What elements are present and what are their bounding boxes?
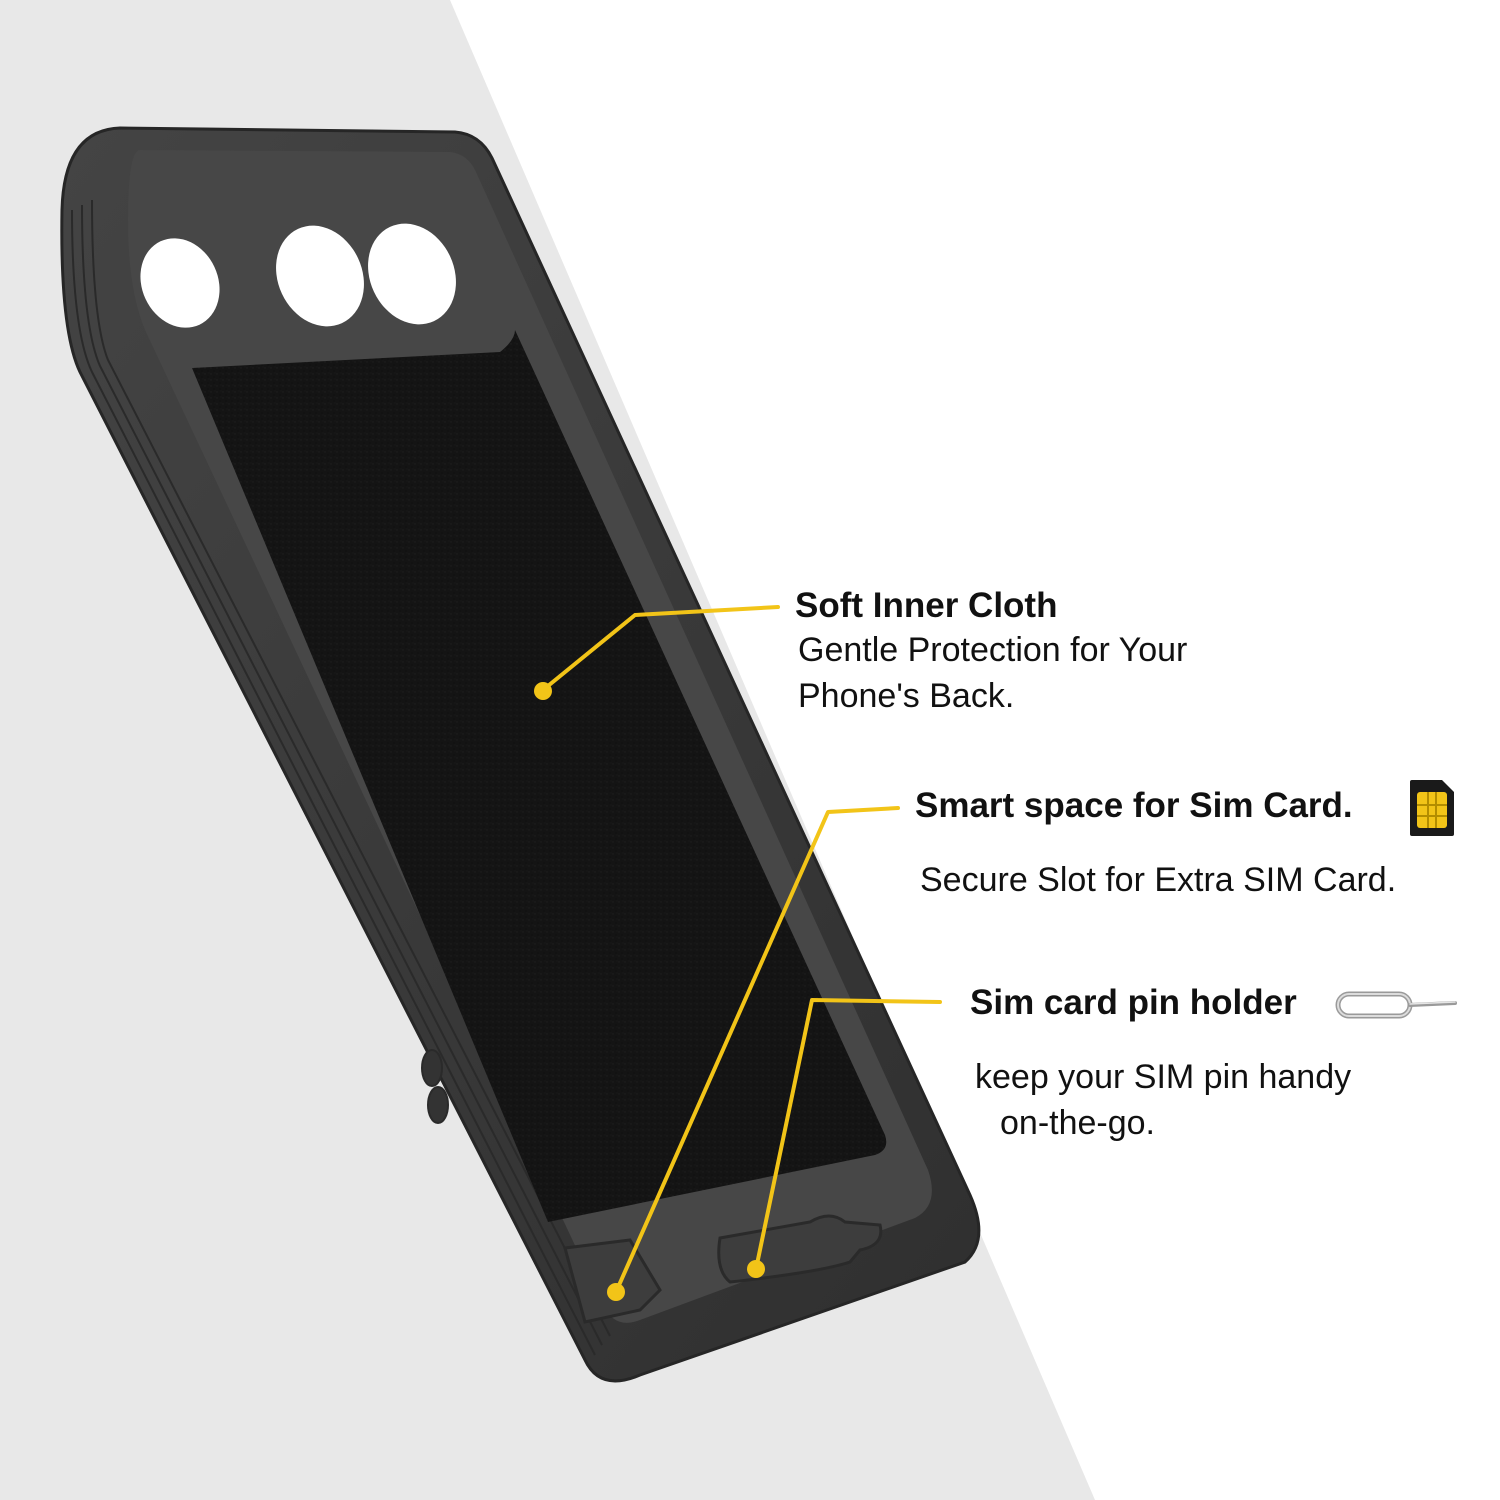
callout-description-line: Secure Slot for Extra SIM Card. (920, 861, 1397, 899)
inner-cloth-panel (192, 330, 887, 1222)
callout-sim-card-space: Smart space for Sim Card. Secure Slot fo… (915, 785, 1396, 903)
callout-sim-pin-holder: Sim card pin holder keep your SIM pin ha… (970, 982, 1351, 1146)
callout-title: Soft Inner Cloth (795, 586, 1058, 625)
callout-description-line: Phone's Back. (798, 677, 1015, 715)
callout-dots (534, 682, 765, 1301)
leader-line-pin (754, 998, 942, 1271)
side-button-bump-2 (427, 1086, 449, 1124)
callout-dot-cloth (534, 682, 552, 700)
leader-line-sim (614, 806, 900, 1294)
camera-cutout-left (140, 238, 220, 328)
leader-line-cloth (541, 605, 780, 692)
callout-description-line: on-the-go. (1000, 1104, 1155, 1142)
camera-cutout-middle (276, 225, 364, 327)
callout-dot-sim (607, 1283, 625, 1301)
callout-title: Smart space for Sim Card. (915, 786, 1353, 825)
callout-description: keep your SIM pin handy on-the-go. (975, 1054, 1351, 1146)
callout-description: Secure Slot for Extra SIM Card. (920, 857, 1396, 903)
sim-card-icon (1410, 780, 1454, 836)
callout-soft-inner-cloth: Soft Inner Cloth Gentle Protection for Y… (795, 585, 1187, 719)
sim-card-slot (563, 1238, 662, 1324)
camera-cutout-right (368, 223, 456, 325)
callout-description: Gentle Protection for Your Phone's Back. (798, 627, 1187, 719)
side-button-bump (421, 1049, 443, 1087)
callout-title: Sim card pin holder (970, 983, 1297, 1022)
callout-dot-pin (747, 1260, 765, 1278)
sim-pin-icon (1335, 991, 1457, 1019)
callout-lines (541, 605, 942, 1294)
callout-description-line: Gentle Protection for Your (798, 631, 1188, 669)
callout-description-line: keep your SIM pin handy (975, 1058, 1352, 1096)
case-rib-lines (71, 199, 611, 1356)
